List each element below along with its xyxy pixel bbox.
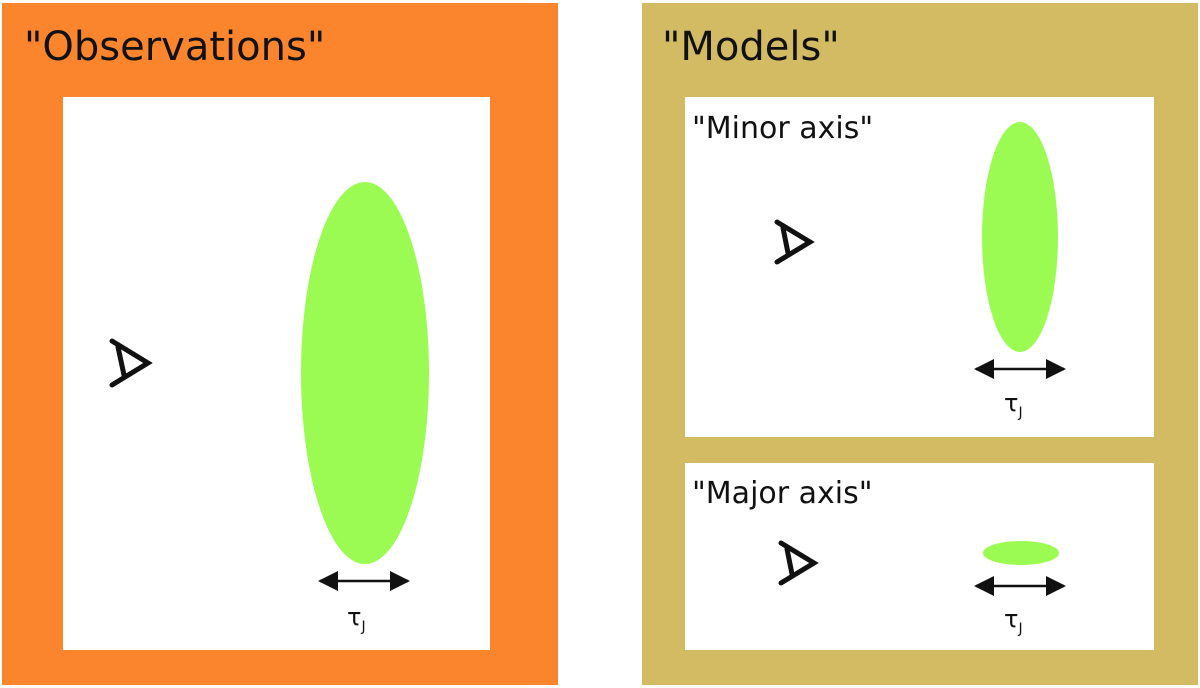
observations-title: "Observations" [24,24,325,70]
eye-icon [774,219,815,265]
major-axis-title: "Major axis" [692,476,873,511]
minor-axis-title: "Minor axis" [692,111,873,146]
tau-label: τJ [347,603,366,635]
jet-blob [301,182,429,564]
models-panel: "Models" "Minor axis" τJ "Major axis" [642,3,1198,685]
minor-axis-panel: "Minor axis" τJ [685,97,1154,437]
major-axis-panel: "Major axis" τJ [685,463,1154,650]
tau-label: τJ [1004,389,1023,421]
minor-axis-interior [685,97,1154,437]
tau-label: τJ [1004,605,1023,637]
eye-icon [778,540,819,586]
jet-blob [983,541,1059,565]
jet-blob [982,122,1058,352]
observations-panel: "Observations" τJ [2,3,558,685]
major-axis-interior [685,463,1154,650]
eye-icon [109,338,153,388]
models-title: "Models" [662,24,840,70]
